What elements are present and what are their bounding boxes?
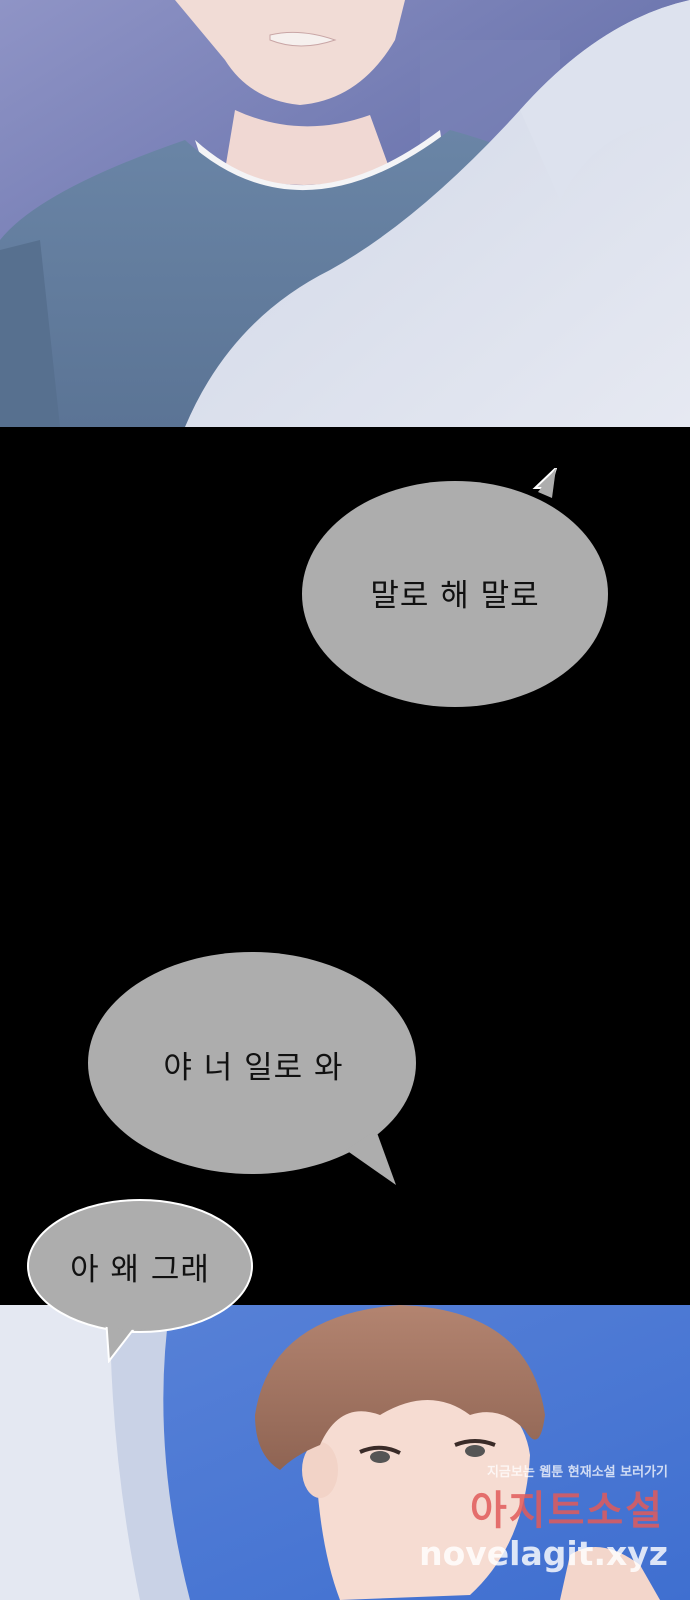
- bubble-2-text: 야 너 일로 와: [163, 1050, 344, 1086]
- watermark-tagline: 지금보는 웹툰 현재소설 보러가기: [486, 1465, 668, 1480]
- watermark-brand: 아지트소설: [470, 1488, 664, 1534]
- bubble-3-text: 아 왜 그래: [70, 1252, 210, 1288]
- speech-bubble-3: 아 왜 그래: [26, 1198, 254, 1363]
- bubble-1-text: 말로 해 말로: [370, 578, 540, 614]
- top-comic-panel: [0, 0, 690, 427]
- watermark-url: novelagit.xyz: [419, 1534, 668, 1573]
- speech-bubble-2: 야 너 일로 와: [86, 950, 421, 1190]
- man-in-blue-shirt-illustration: [0, 0, 690, 427]
- speech-bubble-1: 말로 해 말로: [300, 468, 610, 708]
